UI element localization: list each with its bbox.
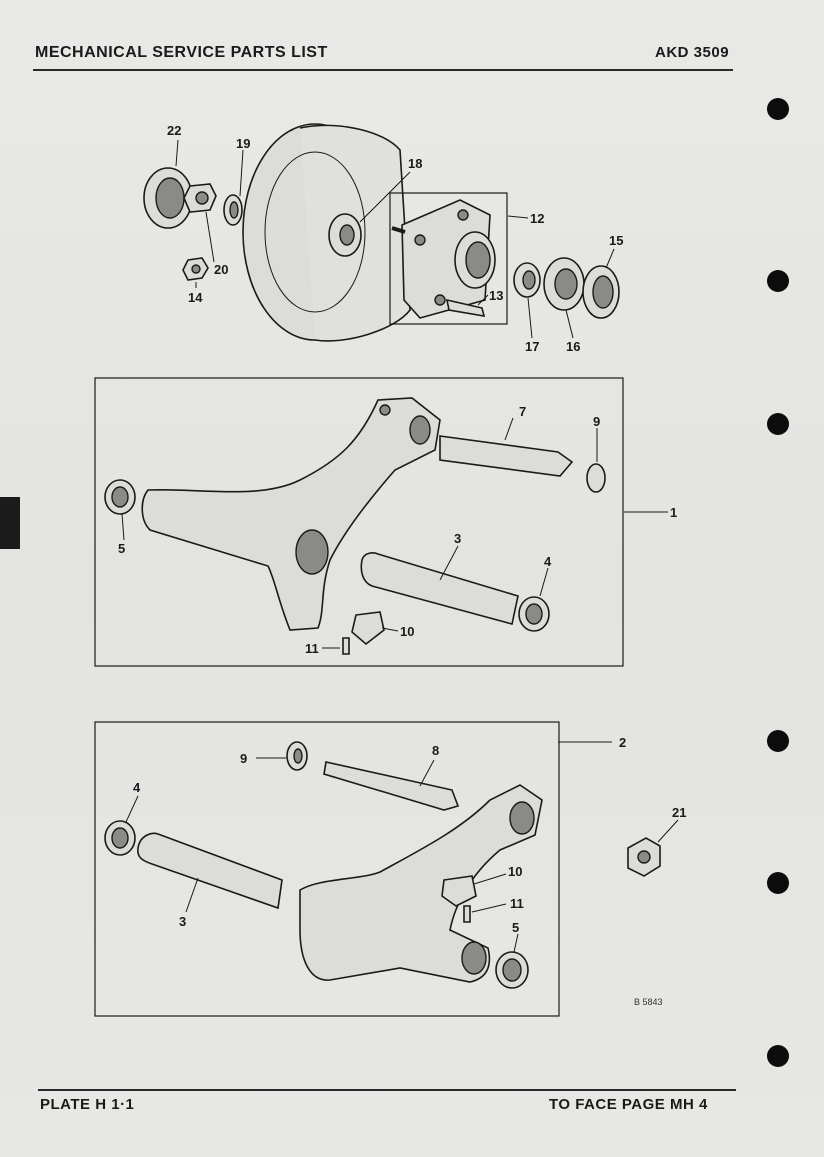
binder-hole [767, 98, 789, 120]
callout-7: 7 [519, 404, 526, 419]
bracket-10 [351, 611, 385, 646]
callout-14: 14 [188, 290, 203, 305]
callout-15: 15 [609, 233, 623, 248]
drawing-reference: B 5843 [634, 997, 663, 1007]
binder-hole [767, 270, 789, 292]
screw-11 [463, 905, 471, 923]
footer-rule [38, 1089, 736, 1091]
section-tab [0, 497, 20, 549]
callout-10: 10 [508, 864, 522, 879]
brake-drum-assembly [143, 123, 620, 342]
header-rule [33, 69, 733, 71]
wishbone-2 [299, 784, 543, 983]
callout-8: 8 [432, 743, 439, 758]
wishbone-1-box [94, 377, 624, 667]
callout-5: 5 [512, 920, 519, 935]
callout-13: 13 [489, 288, 503, 303]
circlip-9 [586, 463, 606, 493]
callout-21: 21 [672, 805, 686, 820]
bracket-10 [441, 875, 477, 907]
callout-16: 16 [566, 339, 580, 354]
callout-2: 2 [619, 735, 626, 750]
fulcrum-tube-3 [137, 832, 283, 910]
wishbone-2-box [94, 721, 560, 1017]
wheel-stud-13 [445, 298, 486, 317]
callout-5: 5 [118, 541, 125, 556]
binder-hole [767, 413, 789, 435]
binder-hole [767, 872, 789, 894]
callout-4: 4 [133, 780, 141, 795]
callout-9: 9 [593, 414, 600, 429]
callout-20: 20 [214, 262, 228, 277]
callout-10: 10 [400, 624, 414, 639]
page-header-title: MECHANICAL SERVICE PARTS LIST [35, 44, 328, 61]
hub-12 [401, 199, 491, 319]
callout-11: 11 [305, 641, 319, 656]
fulcrum-pin-8 [323, 761, 460, 811]
callout-11: 11 [510, 896, 524, 911]
callout-17: 17 [525, 339, 539, 354]
callout-3: 3 [179, 914, 186, 929]
plate-number: PLATE H 1·1 [40, 1096, 135, 1113]
wishbone-2-assembly [94, 721, 679, 1017]
page-header-code: AKD 3509 [655, 44, 730, 61]
binder-hole [767, 730, 789, 752]
callout-18: 18 [408, 156, 422, 171]
binder-hole [767, 1045, 789, 1067]
fulcrum-tube-3 [360, 552, 519, 625]
callout-1: 1 [670, 505, 677, 520]
callout-22: 22 [167, 123, 181, 138]
facing-page-reference: TO FACE PAGE MH 4 [549, 1096, 708, 1113]
fulcrum-pin-7 [439, 435, 574, 477]
callout-3: 3 [454, 531, 461, 546]
hub-box [389, 192, 508, 325]
screw-11 [342, 637, 350, 655]
wishbone-1 [141, 397, 441, 631]
callout-19: 19 [236, 136, 250, 151]
wishbone-1-assembly [94, 377, 668, 667]
callout-9: 9 [240, 751, 247, 766]
callout-4: 4 [544, 554, 552, 569]
callout-12: 12 [530, 211, 544, 226]
